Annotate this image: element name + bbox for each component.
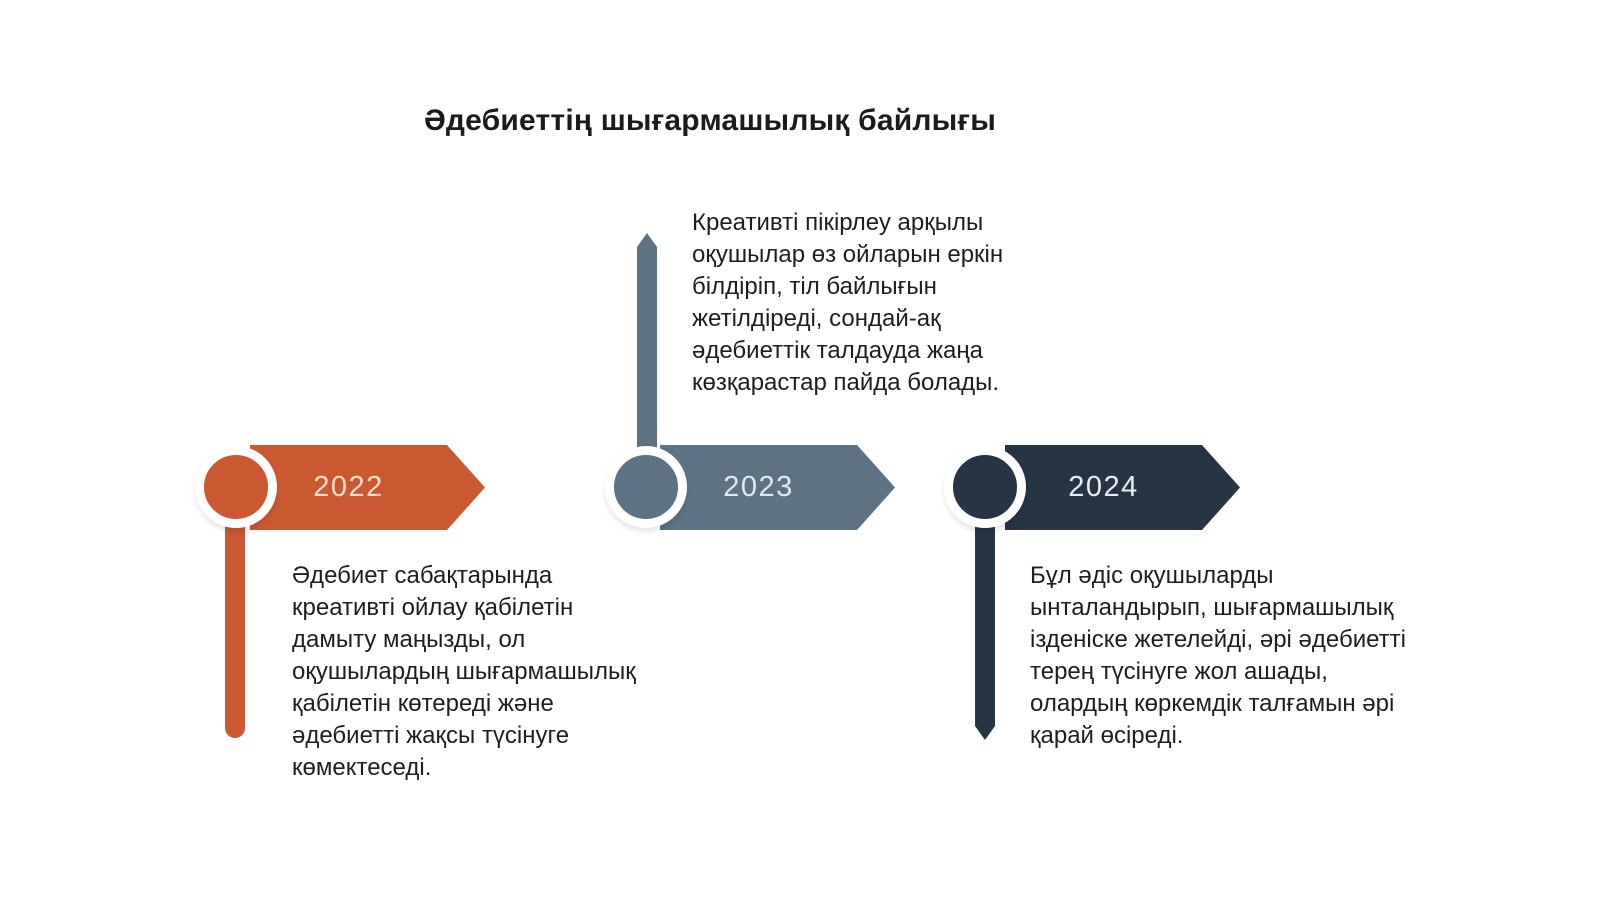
connector-stem-down (225, 495, 245, 738)
page-title: Әдебиеттің шығармашылық байлығы (423, 104, 997, 138)
connector-stem-down (975, 495, 995, 740)
year-label: 2023 (723, 471, 794, 503)
milestone-description: Әдебиет сабақтарында креативті ойлау қаб… (292, 562, 636, 781)
year-label: 2024 (1068, 471, 1139, 503)
milestone-description: Бұл әдіс оқушыларды ынталандырып, шығарм… (1030, 562, 1406, 749)
year-arrow-banner: 2024 (1005, 445, 1240, 530)
milestone-description: Креативті пікірлеу арқылы оқушылар өз ой… (692, 209, 1004, 396)
timeline-node (195, 446, 277, 528)
connector-stem-up (637, 233, 657, 473)
timeline-node (605, 446, 687, 528)
year-label: 2022 (313, 471, 384, 503)
year-arrow-banner: 2023 (660, 445, 895, 530)
timeline-node (944, 446, 1026, 528)
year-arrow-banner: 2022 (250, 445, 485, 530)
